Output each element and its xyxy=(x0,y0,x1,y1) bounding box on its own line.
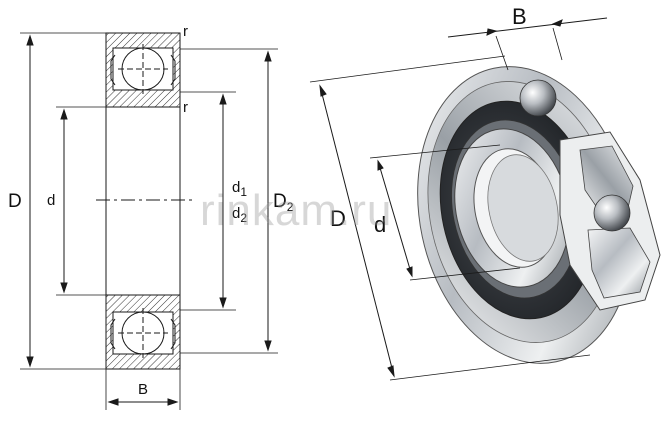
seal-left-top xyxy=(110,54,116,86)
label-d2: d2 xyxy=(232,205,248,225)
ball-top xyxy=(519,79,557,117)
label-D2: D2 xyxy=(273,191,294,214)
label-d-left: d xyxy=(47,192,56,209)
label-B-top: B xyxy=(512,4,527,29)
label-D-right: D xyxy=(330,206,346,231)
label-d-right: d xyxy=(374,212,387,237)
label-r-top: r xyxy=(183,23,188,40)
bearing-3d-view xyxy=(417,66,661,364)
seal-right-top xyxy=(170,54,176,86)
label-r-mid: r xyxy=(183,99,188,116)
label-B-bottom: B xyxy=(138,381,149,398)
watermark: rinkam.ru xyxy=(200,186,393,235)
section-view xyxy=(20,32,278,410)
label-D-left: D xyxy=(8,191,22,212)
dimensions-3d xyxy=(309,17,608,381)
label-d1: d1 xyxy=(232,179,248,199)
ball-side xyxy=(593,194,631,232)
